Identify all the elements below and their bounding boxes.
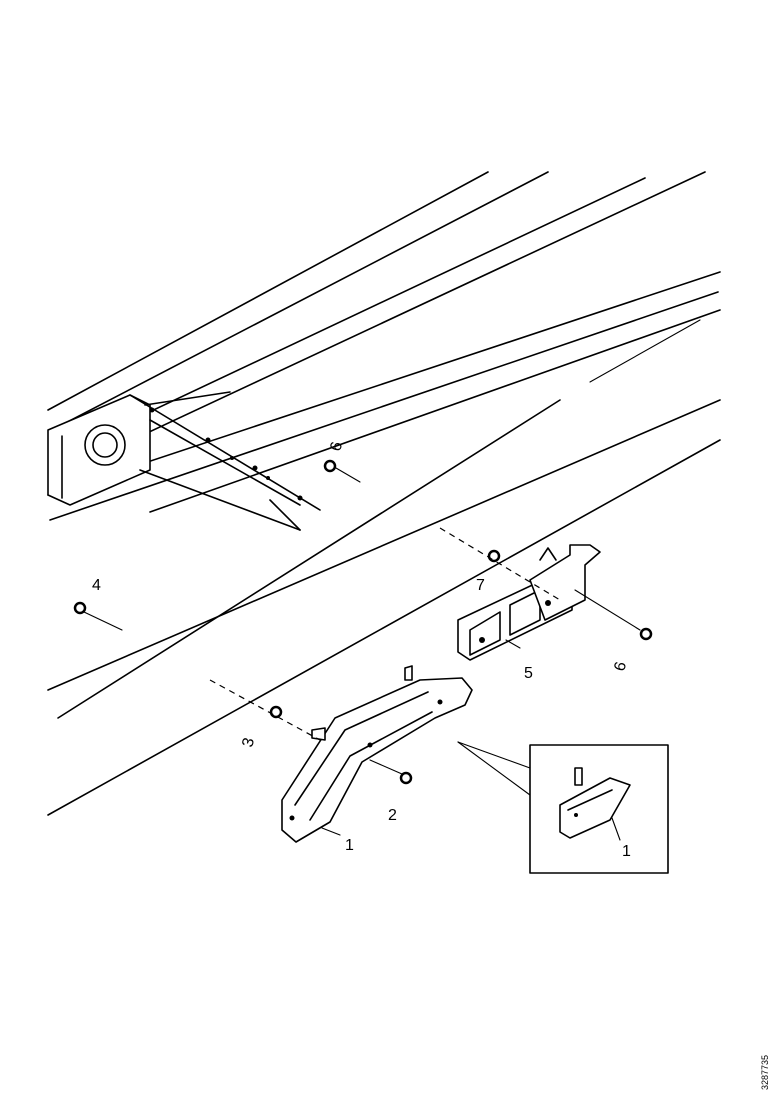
callout-labels: 1 2 3 4 5 6 6 7 1 — [92, 440, 631, 860]
nut-2 — [399, 771, 413, 785]
nut-6-lower — [639, 627, 653, 641]
detail-inset — [529, 744, 669, 874]
nut-4 — [73, 601, 87, 615]
callout-1-inset: 1 — [622, 843, 631, 860]
callout-2: 2 — [388, 807, 397, 824]
nut-3 — [269, 705, 283, 719]
callout-5: 5 — [524, 665, 533, 682]
upper-bracket — [457, 544, 601, 661]
callout-1-main: 1 — [345, 837, 354, 854]
callout-4: 4 — [92, 577, 101, 594]
nut-6-upper — [323, 459, 337, 473]
frame-rails — [47, 171, 721, 816]
callout-7: 7 — [476, 577, 485, 594]
leader-lines — [83, 467, 641, 836]
callout-6-upper: 6 — [327, 440, 346, 453]
nut-7 — [487, 549, 501, 563]
lower-bracket — [281, 665, 473, 843]
callout-3: 3 — [239, 736, 258, 749]
callout-6-lower: 6 — [611, 660, 630, 673]
reference-code: 3287735 — [760, 1055, 770, 1090]
fasteners — [73, 459, 653, 785]
crossmember — [47, 391, 321, 531]
